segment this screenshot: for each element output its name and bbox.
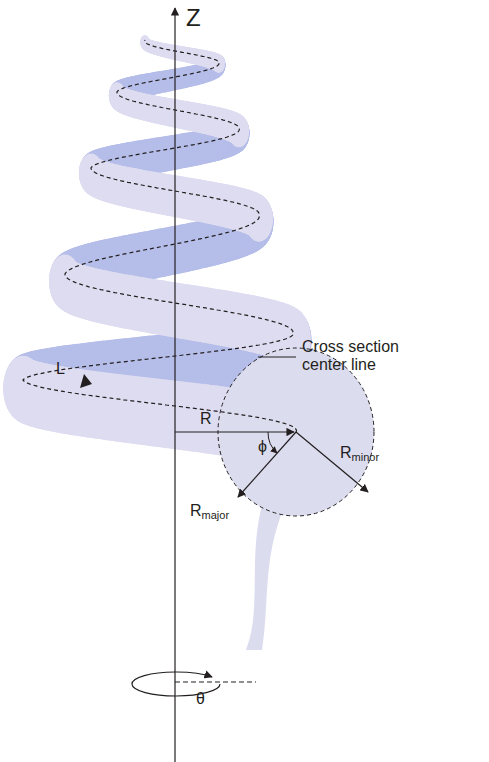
z-axis (174, 8, 175, 762)
angle-label: θ (196, 690, 205, 708)
helix-segment (109, 83, 125, 108)
dimension-label: Rminor (340, 444, 379, 462)
theta-arc (132, 672, 220, 696)
helix-segment (4, 357, 44, 423)
center-line (23, 40, 296, 432)
helix-segment (79, 154, 103, 193)
dimension-label: Rmajor (190, 502, 229, 520)
leader-line (258, 357, 296, 358)
helix-segment (49, 256, 81, 308)
helix-segment (140, 36, 149, 48)
axis-label: Z (186, 4, 201, 32)
helix-segment (49, 255, 81, 307)
tube-tail (246, 505, 285, 650)
helix-segment (3, 356, 43, 421)
angle-label: ϕ (258, 438, 267, 456)
helix-segment (79, 153, 103, 192)
callout-text: Cross section center line (302, 338, 422, 375)
helix-segment (4, 356, 44, 422)
helix-segment (141, 35, 150, 47)
l-arrowhead (80, 374, 92, 388)
rmajor-dimension (238, 432, 296, 497)
helix-segment (49, 255, 81, 307)
length-label: L (56, 360, 65, 378)
helix-segment (141, 36, 150, 48)
phi-arc (268, 432, 277, 453)
helix-segment (109, 83, 125, 108)
helix-segment (109, 82, 125, 107)
theta-arrow (175, 672, 212, 677)
helix-segment (141, 35, 149, 47)
helix-segment (109, 83, 125, 108)
radius-label: R (200, 410, 212, 428)
helix-segment (79, 154, 103, 193)
r-dimension (175, 431, 294, 432)
helix-segment (140, 36, 149, 48)
theta-reference (175, 682, 256, 683)
